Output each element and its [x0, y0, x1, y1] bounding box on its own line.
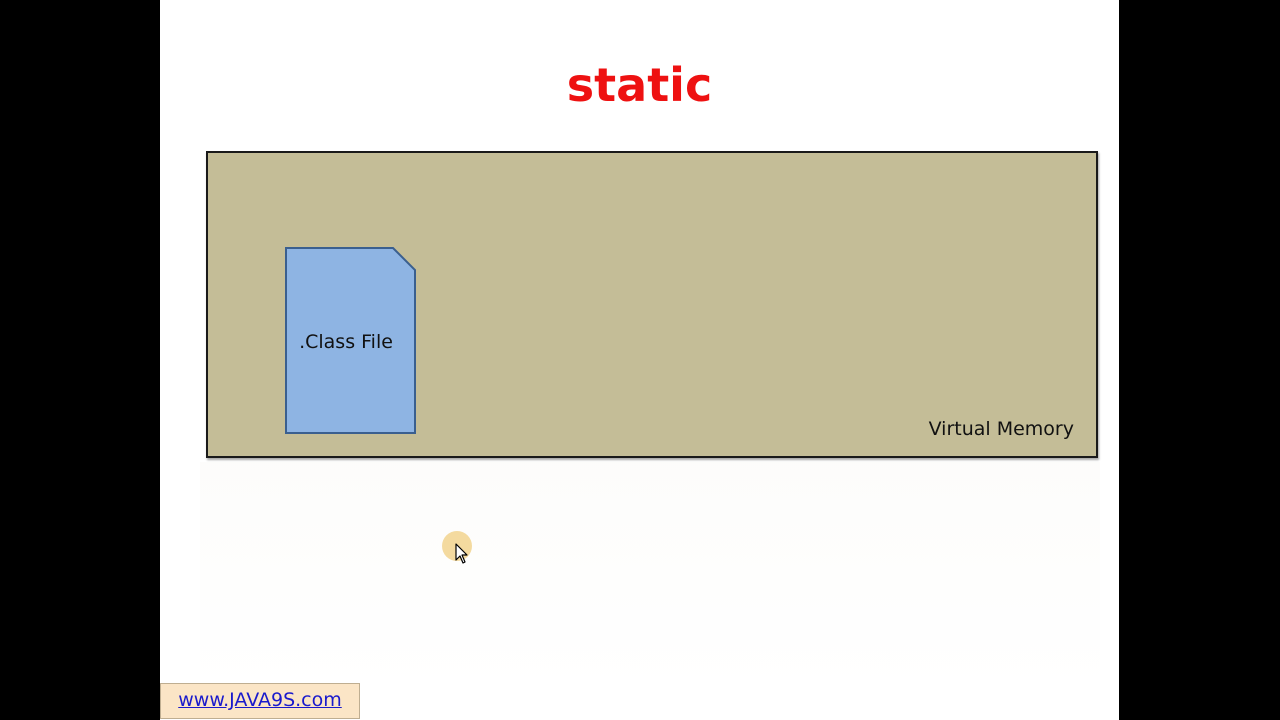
document-icon	[285, 247, 416, 434]
virtual-memory-label: Virtual Memory	[928, 418, 1074, 440]
website-link[interactable]: www.JAVA9S.com	[160, 683, 360, 719]
faded-slide-remnant	[200, 462, 1100, 692]
class-file-label: .Class File	[299, 331, 393, 353]
slide-canvas: static Virtual Memory .Class File	[160, 0, 1119, 720]
slide-title: static	[566, 58, 713, 112]
class-file-shape: .Class File	[285, 247, 416, 434]
website-link-text[interactable]: www.JAVA9S.com	[178, 689, 342, 711]
mouse-pointer	[440, 530, 474, 564]
mouse-pointer-icon	[455, 543, 468, 564]
